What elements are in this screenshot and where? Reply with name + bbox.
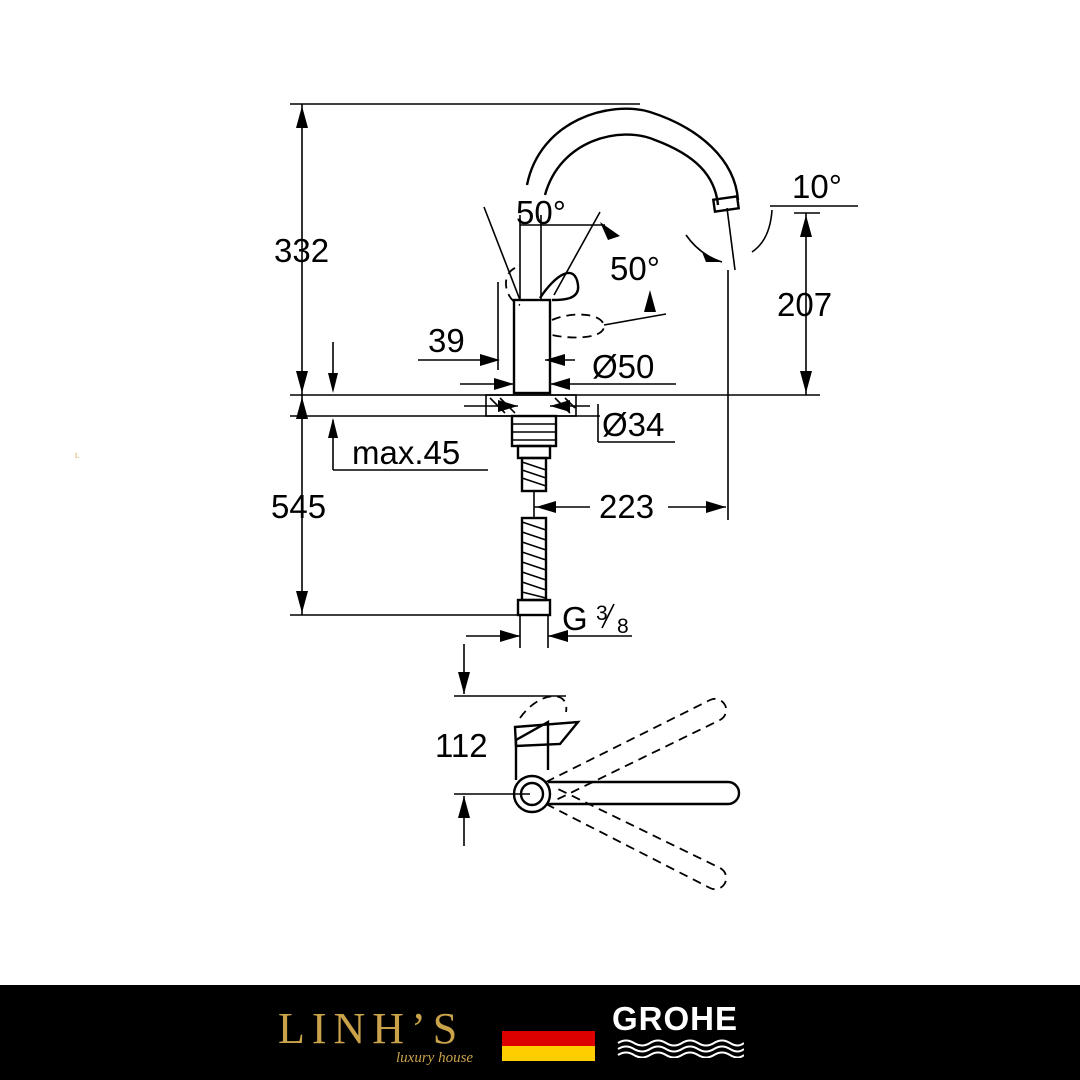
label-angle-right: 50°	[610, 250, 660, 287]
label-d34: Ø34	[602, 406, 664, 443]
label-332: 332	[274, 232, 329, 269]
tap-body	[485, 107, 741, 617]
dim-545	[290, 395, 520, 616]
dim-thread	[466, 603, 632, 648]
label-angle-10: 10°	[792, 168, 842, 205]
label-112: 112	[435, 727, 488, 764]
brand-tagline: luxury house	[396, 1050, 474, 1066]
dim-332	[290, 103, 640, 395]
dim-d50	[460, 378, 676, 390]
label-angle-left: 50°	[516, 194, 566, 231]
label-545: 545	[271, 488, 326, 525]
label-207: 207	[777, 286, 832, 323]
label-thread-den: 8	[617, 615, 629, 638]
dim-207	[727, 212, 820, 520]
plan-view	[454, 644, 741, 891]
brand-name: LINH’S	[278, 1004, 465, 1053]
grohe-logo: GROHE	[612, 1000, 739, 1037]
grohe-waves-icon	[617, 1039, 744, 1058]
label-thread-g: G	[562, 600, 588, 637]
label-223: 223	[599, 488, 654, 525]
dim-39	[418, 282, 575, 370]
dim-max45	[328, 342, 488, 471]
technical-drawing: 332 545 max.45	[271, 103, 858, 891]
label-max45: max.45	[352, 434, 460, 471]
brand-watermark: L	[75, 452, 80, 460]
angle-50-right	[603, 290, 667, 326]
label-39: 39	[428, 322, 465, 359]
dim-d34	[464, 400, 675, 443]
label-thread-num: 3	[596, 602, 608, 625]
angle-10	[685, 205, 858, 271]
label-d50: Ø50	[592, 348, 654, 385]
dim-223	[533, 492, 726, 518]
angle-50-left	[483, 206, 620, 301]
germany-flag-icon	[502, 1016, 595, 1061]
